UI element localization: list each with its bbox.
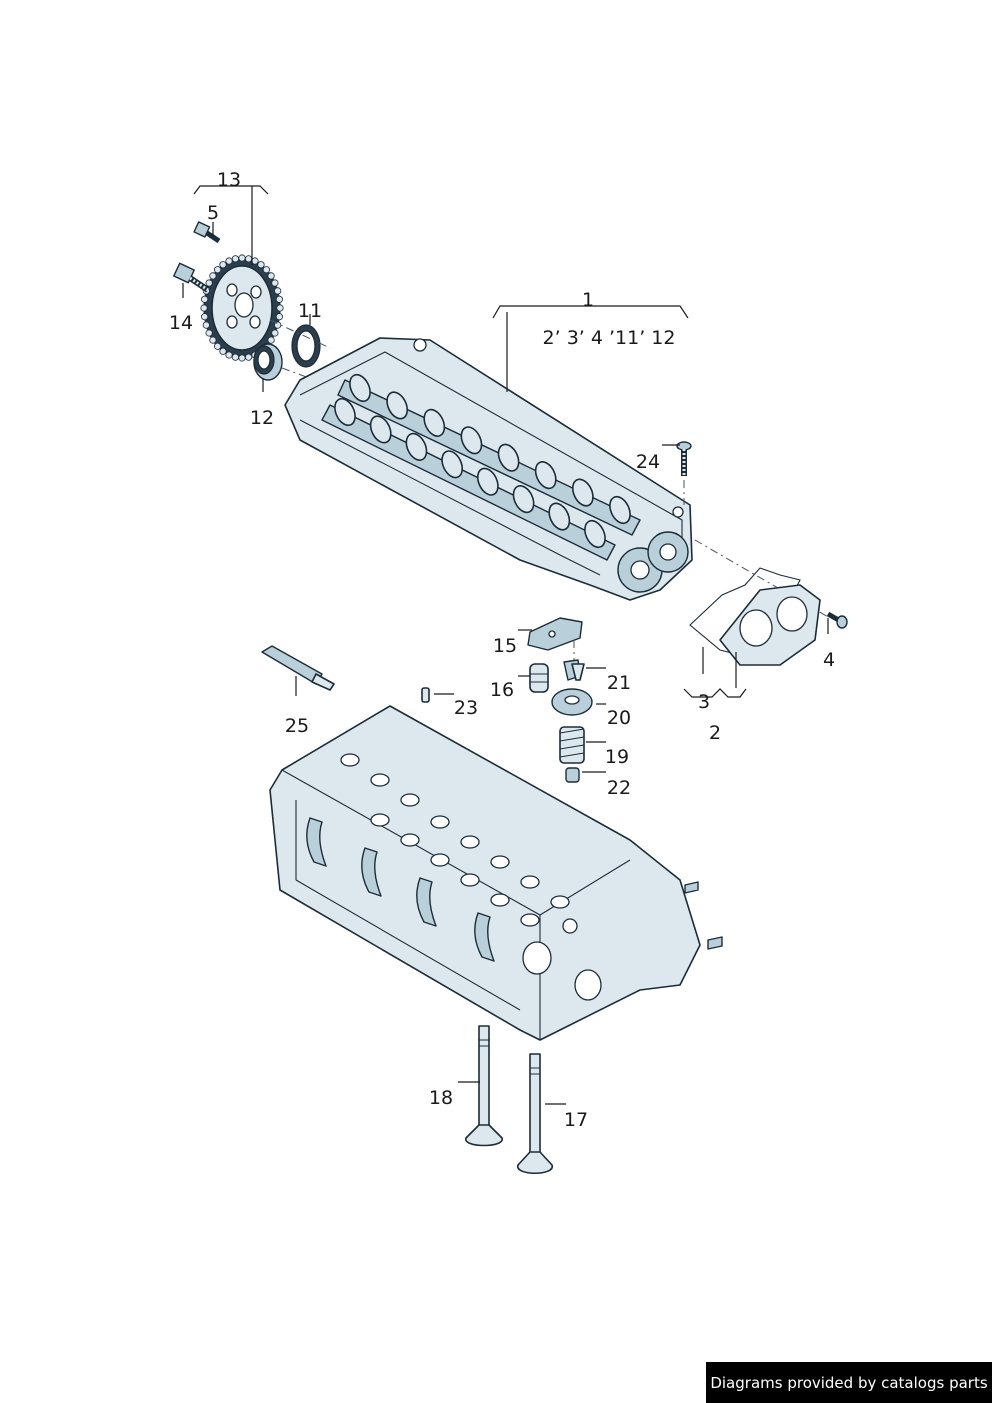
callout-1: 1 <box>582 289 594 311</box>
hydraulic-lifter[interactable] <box>529 663 549 693</box>
camshaft-housing[interactable] <box>284 337 693 601</box>
sprocket-bolt[interactable] <box>173 262 210 293</box>
callout-5: 5 <box>207 202 219 224</box>
callout-15: 15 <box>493 635 517 657</box>
callout-4: 4 <box>823 649 835 671</box>
camshafts <box>321 373 641 561</box>
cylinder-head[interactable] <box>269 705 723 1041</box>
callout-19: 19 <box>605 746 629 768</box>
callout-24: 24 <box>636 451 660 473</box>
valve-keeper[interactable] <box>563 659 585 681</box>
seal[interactable] <box>253 343 283 381</box>
small-bolt[interactable] <box>193 221 221 244</box>
callout-11: 11 <box>298 300 322 322</box>
rocker-arm[interactable] <box>527 617 583 651</box>
callout-17: 17 <box>564 1109 588 1131</box>
callout-21: 21 <box>607 672 631 694</box>
callout-3: 3 <box>698 691 710 713</box>
callout-20: 20 <box>607 707 631 729</box>
callout-labels: 1 2’ 3’ 4 ’11’ 12 2 3 4 5 11 12 13 14 15… <box>169 169 835 1131</box>
valve-spring[interactable] <box>559 726 585 764</box>
callout-14: 14 <box>169 312 193 334</box>
callout-12: 12 <box>250 407 274 429</box>
end-cover[interactable] <box>719 584 821 666</box>
callout-16: 16 <box>490 679 514 701</box>
housing-bolt[interactable] <box>676 441 692 476</box>
spring-retainer[interactable] <box>551 688 593 716</box>
callout-18: 18 <box>429 1087 453 1109</box>
attribution-banner: Diagrams provided by catalogs parts <box>706 1362 992 1403</box>
camshaft-sprocket[interactable] <box>200 254 284 362</box>
leader-lines <box>182 185 829 1105</box>
valve-exhaust[interactable] <box>465 1025 503 1147</box>
valve-stem-seal[interactable] <box>565 767 580 783</box>
callout-25: 25 <box>285 715 309 737</box>
valve-intake[interactable] <box>517 1053 553 1174</box>
callout-23: 23 <box>454 697 478 719</box>
callout-2: 2 <box>709 722 721 744</box>
cover-bolt[interactable] <box>826 611 848 629</box>
callout-22: 22 <box>607 777 631 799</box>
attribution-text: Diagrams provided by catalogs parts <box>710 1373 988 1392</box>
sealant-tube[interactable] <box>261 645 335 691</box>
callout-1-subparts: 2’ 3’ 4 ’11’ 12 <box>543 327 676 349</box>
ring[interactable] <box>291 324 321 368</box>
callout-13: 13 <box>217 169 241 191</box>
dowel-pin[interactable] <box>421 687 430 703</box>
